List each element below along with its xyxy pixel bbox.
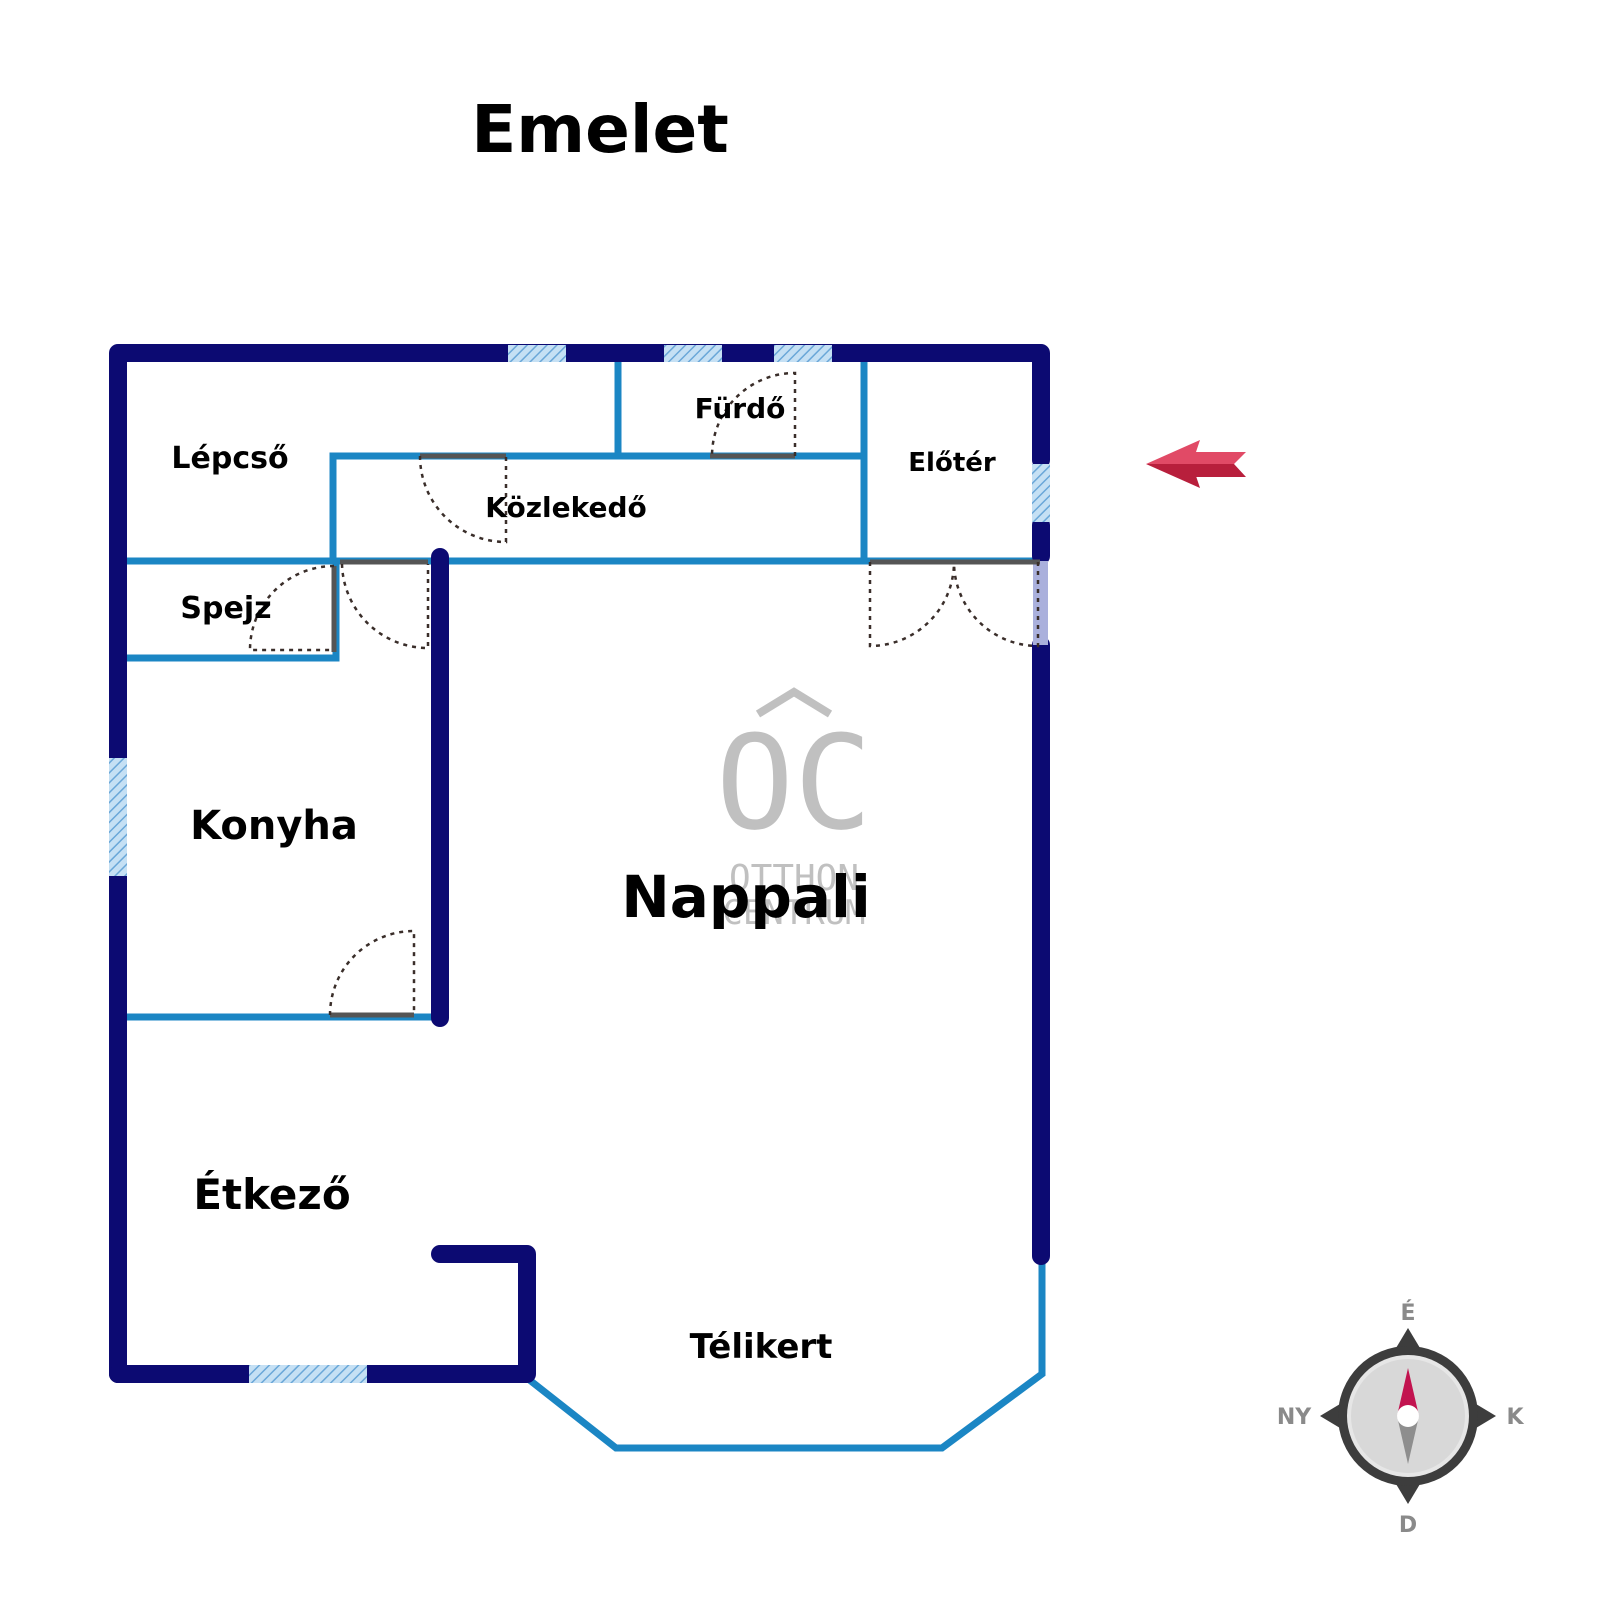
compass-north-label: É <box>1400 1300 1415 1326</box>
room-label-konyha: Konyha <box>190 803 358 849</box>
plan-title: Emelet <box>471 91 729 168</box>
window <box>249 1365 367 1383</box>
room-label-spejz: Spejz <box>180 591 271 626</box>
room-label-lepcso: Lépcső <box>171 441 288 476</box>
compass-south-label: D <box>1399 1513 1417 1538</box>
entrance-arrow-icon <box>1146 440 1246 488</box>
compass-needle-south <box>1397 1416 1419 1464</box>
watermark-logo: OC OTTHON CENTRUM <box>716 687 873 933</box>
glass-panel <box>1033 561 1048 645</box>
room-label-nappali: Nappali <box>621 863 871 931</box>
watermark-logo-text: OC <box>716 707 873 859</box>
watermark-line2: CENTRUM <box>722 893 865 933</box>
compass-east-label: K <box>1506 1405 1524 1430</box>
window <box>508 345 566 362</box>
room-label-furdo: Fürdő <box>695 392 786 425</box>
compass-icon <box>1320 1328 1496 1504</box>
window <box>774 345 832 362</box>
watermark-line1: OTTHON <box>729 858 859 899</box>
compass-needle-north <box>1397 1368 1419 1416</box>
window <box>1032 464 1050 522</box>
room-label-kozlekedo: Közlekedő <box>485 491 646 524</box>
windows <box>109 345 1050 1383</box>
window <box>109 758 127 876</box>
window <box>664 345 722 362</box>
compass-west-label: NY <box>1277 1405 1312 1430</box>
room-label-telikert: Télikert <box>690 1327 833 1367</box>
doors <box>248 371 1040 1018</box>
room-label-eloter: Előtér <box>908 448 996 478</box>
watermark-roof-icon <box>755 687 833 718</box>
room-label-etkezo: Étkező <box>193 1169 350 1219</box>
